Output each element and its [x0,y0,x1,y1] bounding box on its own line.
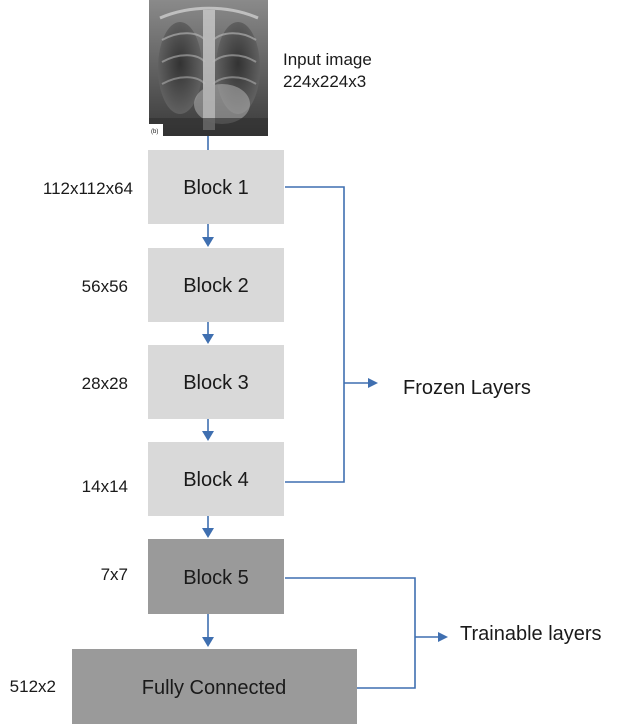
block-1-label: Block 1 [183,177,249,199]
block-1-box [148,150,284,224]
fully-connected-block: Fully Connected [72,649,357,724]
block-5-dims: 7x7 [101,565,128,584]
input-xray-image: (b) [149,0,268,136]
block-4-label: Block 4 [183,469,249,491]
block-5: Block 5 [148,539,284,614]
block-2-label: Block 2 [183,275,249,297]
trainable-layers-label: Trainable layers [460,623,602,645]
arrowhead-block2-block3 [202,334,214,344]
block-3-label: Block 3 [183,372,249,394]
block-2-dims: 56x56 [82,277,128,296]
frozen-layers-bracket [285,186,378,483]
block-2: Block 2 [148,248,284,322]
arrowhead-block3-block4 [202,431,214,441]
arrowhead-block1-block2 [202,237,214,247]
trainable-arrowhead [438,632,448,642]
block-3-box [148,345,284,419]
fully-connected-dims: 512x2 [10,677,56,696]
block-2-box [148,248,284,322]
block-5-box [148,539,284,614]
input-image-dims: 224x224x3 [283,72,366,91]
arrowhead-block4-block5 [202,528,214,538]
block-1-dims: 112x112x64 [43,179,133,198]
main-flow-connectors [202,136,214,647]
block-3: Block 3 [148,345,284,419]
xray-caption: (b) [151,129,158,135]
block-4: Block 4 [148,442,284,516]
block-5-label: Block 5 [183,567,249,589]
block-4-dims: 14x14 [82,477,128,496]
block-1: Block 1 [148,150,284,224]
block-4-box [148,442,284,516]
trainable-layers-bracket [285,577,448,689]
frozen-layers-label: Frozen Layers [403,377,531,399]
fully-connected-box [72,649,357,724]
input-image-label: Input image [283,50,372,69]
arrowhead-block5-fc [202,637,214,647]
block-3-dims: 28x28 [82,374,128,393]
fully-connected-label: Fully Connected [142,677,287,699]
frozen-arrowhead [368,378,378,388]
